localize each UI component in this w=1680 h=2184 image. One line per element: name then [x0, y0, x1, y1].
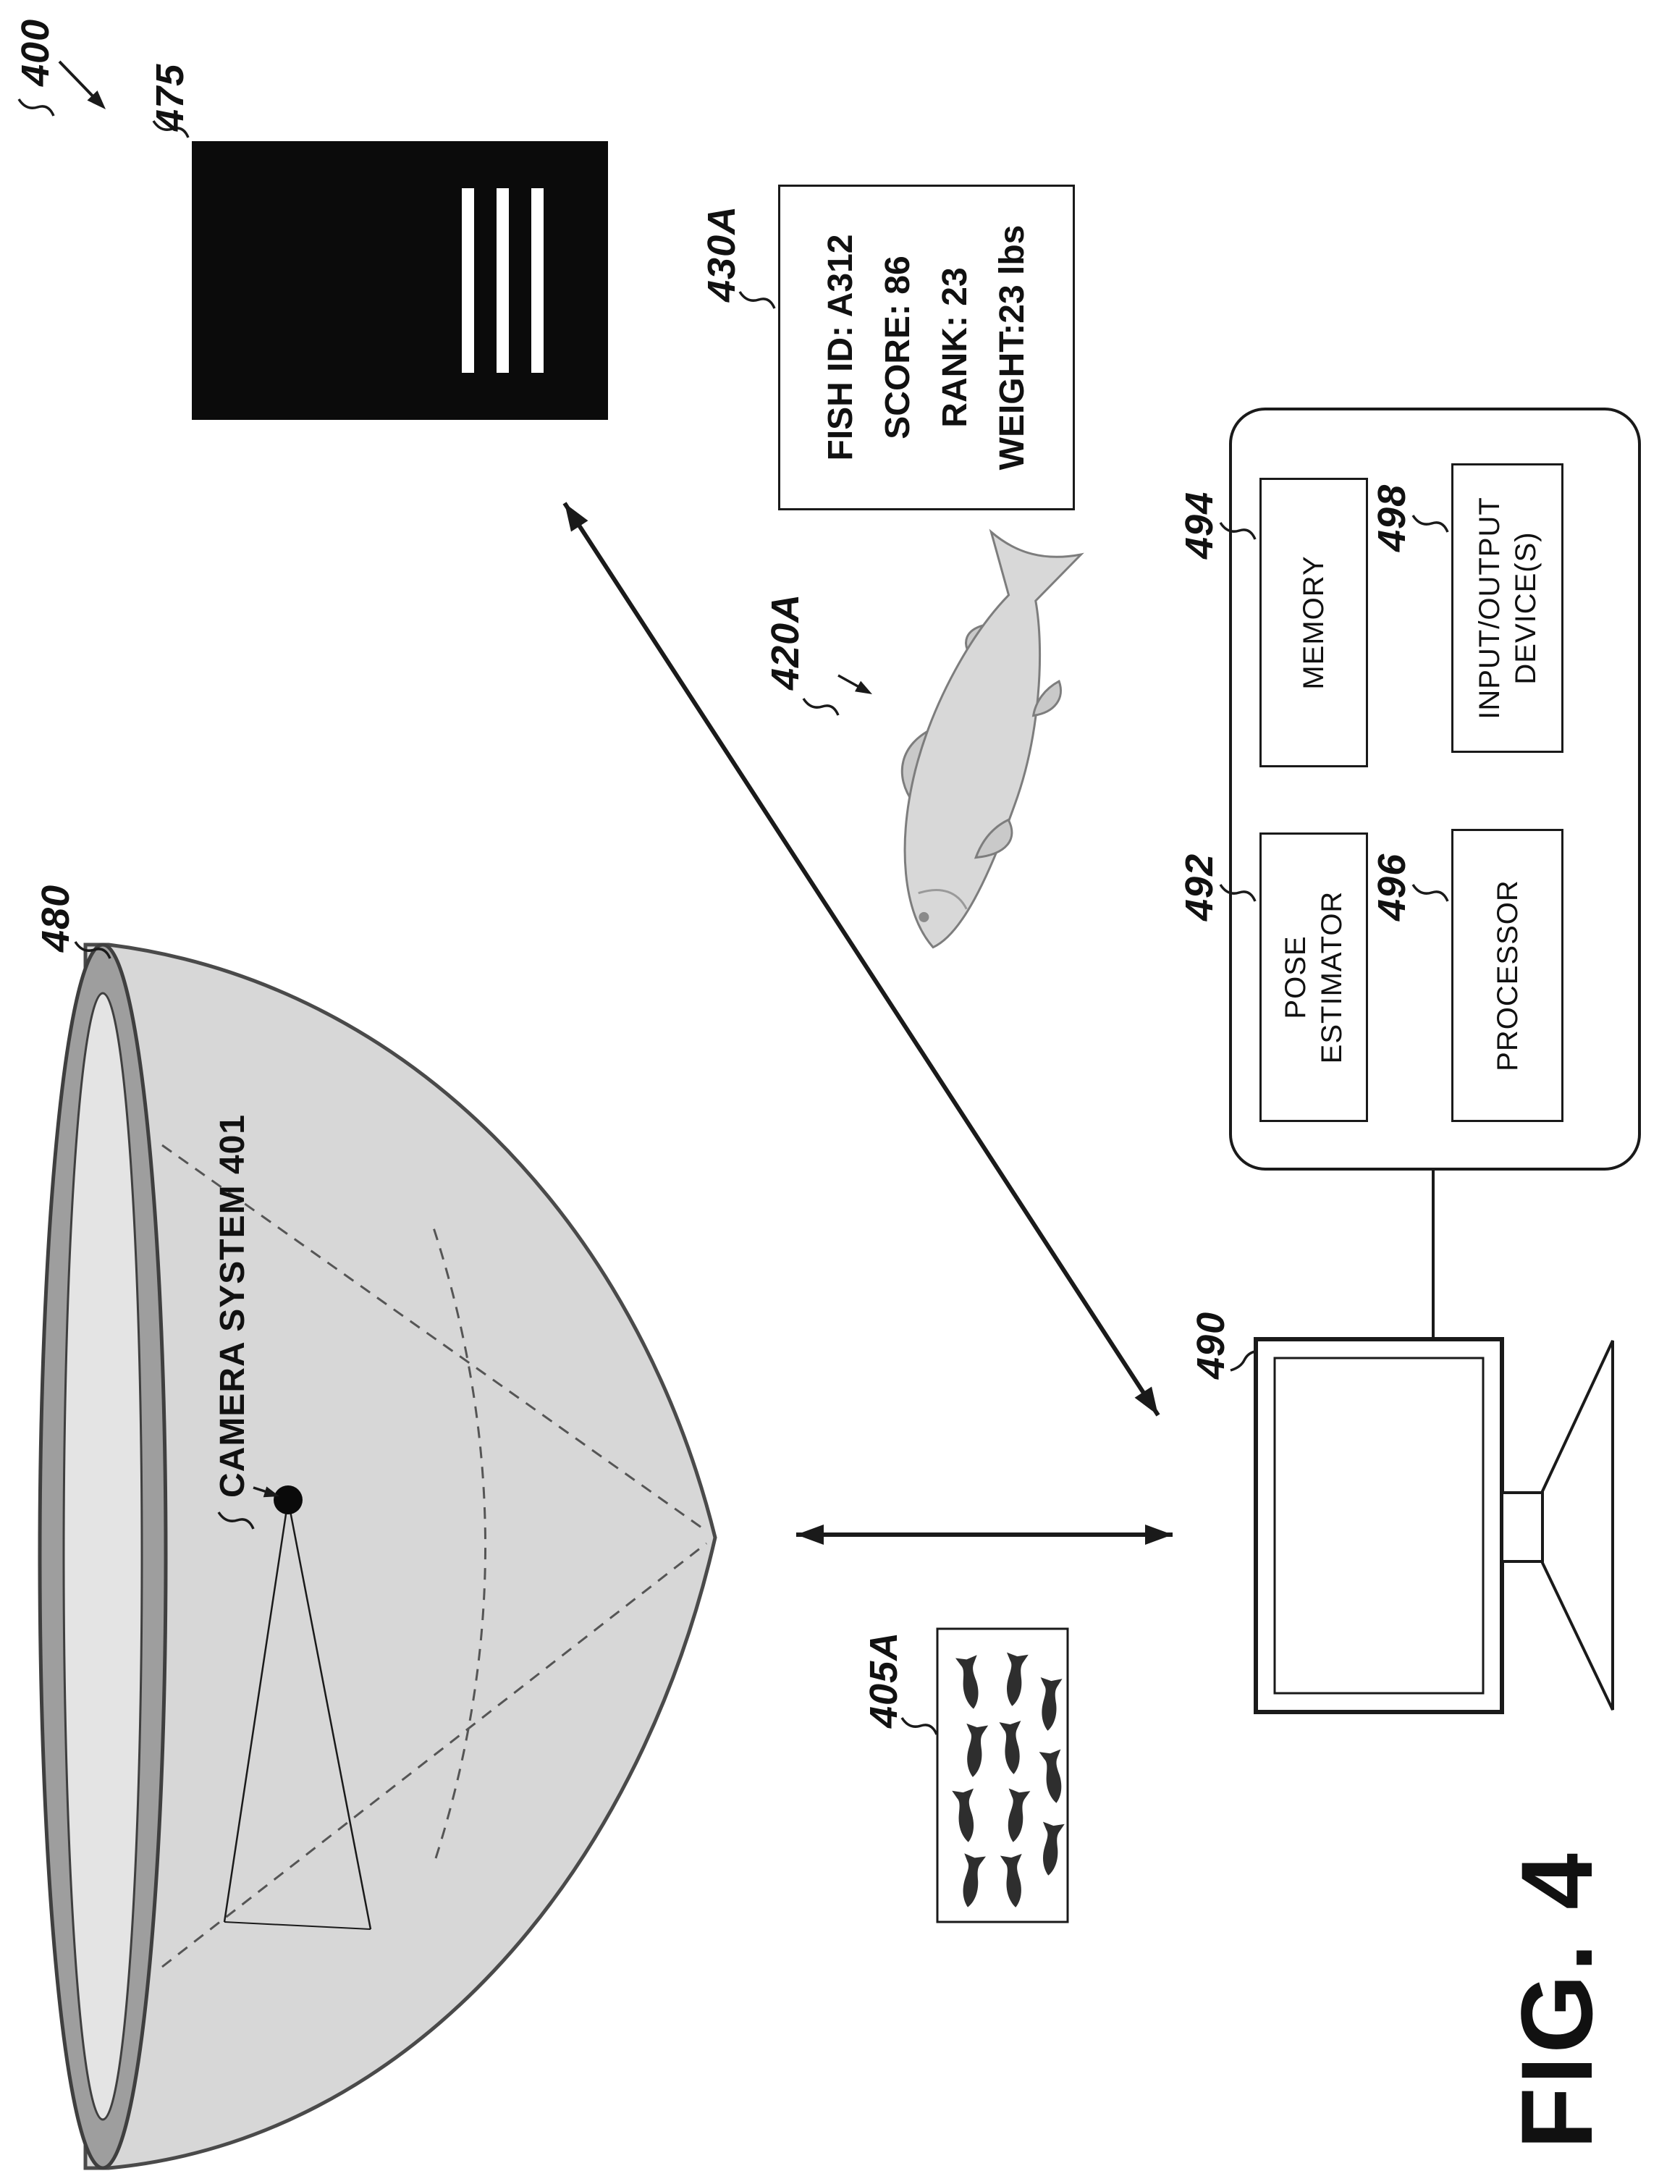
ref-492: 492 — [1178, 853, 1221, 921]
screen-line — [497, 188, 509, 373]
camera-system-label: CAMERA SYSTEM 401 — [214, 1114, 252, 1498]
ref-496: 496 — [1370, 853, 1414, 921]
net-pen-cone-dashed-right — [161, 1144, 707, 1532]
component-box-processor: PROCESSOR — [1451, 829, 1563, 1122]
arrowhead — [556, 497, 588, 532]
arrowhead — [1145, 1525, 1173, 1545]
ref-400: 400 — [14, 18, 57, 86]
ref-490: 490 — [1189, 1311, 1233, 1379]
monitor-base — [1541, 1340, 1614, 1711]
fish-school-box — [936, 1627, 1069, 1923]
lead-400 — [17, 98, 55, 117]
arrowhead — [1134, 1386, 1167, 1421]
lead-420A — [802, 697, 840, 717]
fish-info-line: WEIGHT:23 lbs — [993, 224, 1031, 471]
component-box-io-devices: INPUT/OUTPUT DEVICE(S) — [1451, 463, 1563, 753]
fish-info-line: SCORE: 86 — [879, 256, 917, 439]
camera-system — [223, 1485, 372, 1930]
screen-line — [462, 188, 474, 373]
ref-480: 480 — [34, 884, 77, 952]
fish-eye — [919, 911, 929, 922]
net-pen-cone-dashed-left — [161, 1542, 707, 1968]
monitor-neck — [1500, 1491, 1544, 1563]
component-box-pose-estimator: POSE ESTIMATOR — [1259, 832, 1368, 1122]
fish-info-line: RANK: 23 — [936, 267, 974, 428]
net-pen-rim-opening — [62, 992, 143, 2121]
fish-model — [900, 528, 1084, 949]
monitor-screen — [1273, 1357, 1485, 1695]
underwater-display-475 — [192, 141, 608, 420]
ref-405A: 405A — [862, 1631, 906, 1728]
ref-420A: 420A — [764, 593, 807, 690]
screen-line — [531, 188, 544, 373]
camera-fov-line-lower — [287, 1499, 372, 1930]
lead-420A-arrowhead — [854, 680, 876, 700]
fish-body — [903, 528, 1084, 949]
net-pen — [38, 943, 717, 2170]
arrow-computer-to-displays — [562, 502, 1160, 1417]
arrowhead — [796, 1525, 824, 1545]
lead-430A — [738, 290, 776, 310]
component-label: POSE ESTIMATOR — [1280, 890, 1348, 1064]
monitor — [1254, 1337, 1614, 1714]
ref-430A: 430A — [700, 205, 743, 302]
camera-fov-line-upper — [223, 1499, 290, 1923]
component-box-memory: MEMORY — [1259, 478, 1368, 767]
camera-fov-closing-line — [224, 1921, 371, 1930]
net-pen-body — [83, 943, 717, 2170]
fish-info-line: FISH ID: A312 — [822, 234, 860, 461]
component-label: INPUT/OUTPUT DEVICE(S) — [1473, 497, 1542, 720]
net-pen-cross-section-dashed — [430, 1220, 487, 1859]
reference-lead-lines — [17, 60, 1449, 1736]
ref-498: 498 — [1370, 484, 1414, 552]
ref-475: 475 — [148, 63, 192, 131]
lead-490 — [1230, 1350, 1256, 1372]
fish-gill-line — [918, 889, 968, 910]
figure-number: FIG. 4 — [1500, 1850, 1613, 2149]
fish-info-box: FISH ID: A312 SCORE: 86 RANK: 23 WEIGHT:… — [778, 185, 1075, 510]
data-flow-arrows — [556, 497, 1173, 1545]
fish-pectoral-fin — [974, 818, 1013, 859]
fish-anal-fin — [1031, 679, 1062, 717]
component-label: PROCESSOR — [1491, 880, 1524, 1071]
ref-494: 494 — [1178, 491, 1221, 559]
camera-dot — [274, 1485, 303, 1514]
component-label: MEMORY — [1298, 555, 1330, 690]
lead-405A — [900, 1716, 938, 1736]
